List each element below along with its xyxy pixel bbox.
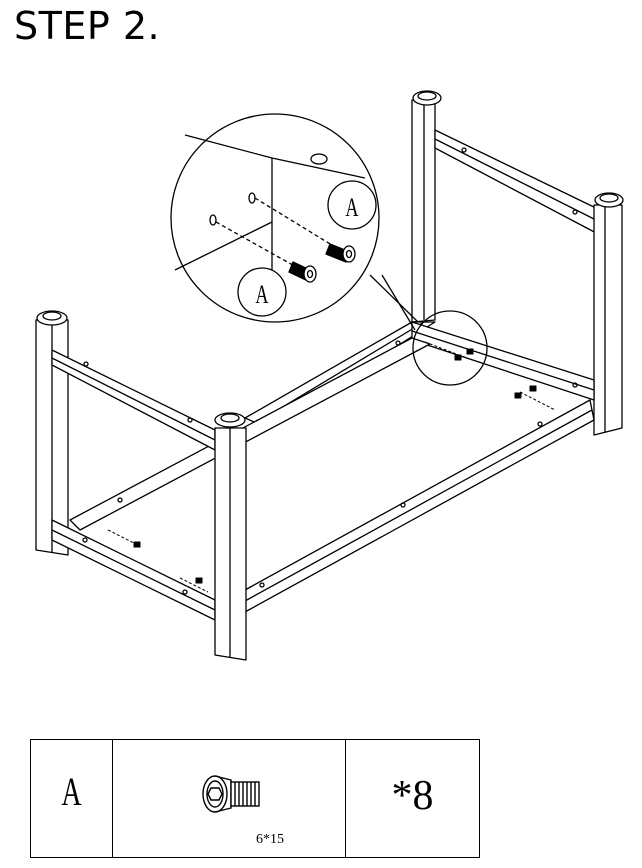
back-right-upper-rail xyxy=(434,129,601,236)
frame-screws xyxy=(107,341,556,593)
detail-circle-small xyxy=(412,310,488,386)
step-title: STEP 2. xyxy=(14,4,161,48)
part-image-cell: 6*15 xyxy=(113,740,346,857)
part-letter: A xyxy=(61,769,82,814)
part-quantity-cell: *8 xyxy=(346,740,479,857)
right-bottom-rail xyxy=(411,321,595,401)
part-quantity: *8 xyxy=(391,773,434,819)
part-spec: 6*15 xyxy=(256,832,284,847)
assembly-drawing: A A xyxy=(35,90,624,661)
front-right-leg xyxy=(593,192,624,436)
left-bottom-rail xyxy=(51,519,216,621)
left-upper-rail xyxy=(51,349,216,451)
hex-socket-bolt-icon xyxy=(202,775,260,813)
part-letter-cell: A xyxy=(31,740,113,857)
back-left-leg xyxy=(35,310,69,556)
front-left-leg xyxy=(214,412,247,661)
inner-long-rail xyxy=(69,337,431,531)
callout-label-top: A xyxy=(345,193,359,222)
detail-magnifier xyxy=(170,113,380,323)
parts-table: A 6*15 *8 xyxy=(30,739,480,858)
front-long-rail xyxy=(244,399,595,613)
back-right-leg xyxy=(411,90,442,323)
callout-label-bottom: A xyxy=(255,280,269,309)
